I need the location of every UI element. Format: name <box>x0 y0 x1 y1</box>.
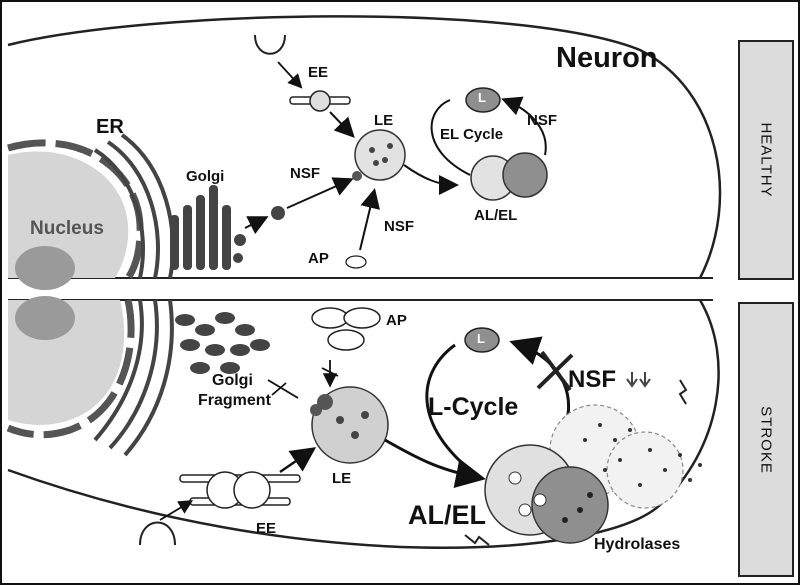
label-golgi: Golgi <box>186 168 225 185</box>
panel-healthy: HEALTHY <box>738 40 794 280</box>
arrow-pit-to-ee-stroke <box>159 500 194 521</box>
label-hydrolases: Hydrolases <box>594 536 681 553</box>
al-el-top <box>470 152 548 201</box>
le-top <box>354 129 406 181</box>
label-nsf-stroke: NSF <box>568 366 616 393</box>
golgi-fragment <box>175 312 270 374</box>
el-cycle-right <box>501 96 547 156</box>
nsf-block-b <box>536 353 574 390</box>
label-golgi-fragment-1: Golgi <box>212 372 253 389</box>
ap-top <box>345 255 367 269</box>
label-al-el-top: AL/EL <box>474 207 518 224</box>
nuclear-envelope-bottom <box>6 299 135 439</box>
label-ap-stroke: AP <box>386 312 407 329</box>
arrow-pit-to-ee <box>277 61 303 89</box>
endocytic-pit-top <box>254 34 286 55</box>
label-el-cycle: EL Cycle <box>440 126 504 143</box>
label-nsf-3: NSF <box>527 112 557 129</box>
label-nsf-2: NSF <box>384 218 414 235</box>
label-lysosome-stroke: L <box>477 331 485 346</box>
arrow-nsf-to-le <box>286 177 354 209</box>
membrane-healthy <box>7 15 722 279</box>
label-ee-stroke: EE <box>256 520 277 537</box>
arrow-ap-to-le <box>359 188 380 251</box>
al-el-stroke <box>484 404 684 544</box>
golgi-vesicle <box>271 206 285 220</box>
panel-stroke-label: STROKE <box>757 405 775 474</box>
label-al-el-stroke: AL/EL <box>408 500 486 530</box>
el-cycle-left <box>430 99 471 176</box>
panel-stroke: STROKE <box>738 302 794 577</box>
lysosome-stroke <box>464 327 500 353</box>
label-ee-top: EE <box>308 64 329 81</box>
lysosome-top <box>465 87 501 113</box>
nucleolus-top <box>15 246 75 290</box>
le-stroke <box>310 386 389 464</box>
label-le-top: LE <box>374 112 394 129</box>
membrane-kink-1 <box>678 379 688 405</box>
l-cycle-left <box>425 343 471 472</box>
ee-top <box>289 90 351 112</box>
label-l-cycle: L-Cycle <box>428 393 519 421</box>
label-er: ER <box>96 116 124 138</box>
title-neuron: Neuron <box>556 42 658 74</box>
block-mark-ap <box>321 367 339 377</box>
vesicle-le <box>352 171 362 181</box>
er-bottom <box>93 299 174 457</box>
block-mark-golgi <box>271 382 287 396</box>
membrane-kink-2 <box>464 534 490 546</box>
panel-healthy-label: HEALTHY <box>757 122 775 198</box>
arrow-le-to-alel-stroke <box>384 438 486 488</box>
label-nucleus: Nucleus <box>30 218 104 239</box>
endocytic-pit-bottom <box>139 521 176 546</box>
nucleus-top <box>8 151 129 278</box>
down-arrow-2 <box>639 372 651 388</box>
arrow-le-to-alel <box>403 164 459 195</box>
down-arrow-1 <box>626 372 638 388</box>
nucleolus-bottom <box>15 296 75 340</box>
label-ap-top: AP <box>308 250 329 267</box>
label-lysosome-top: L <box>478 90 486 105</box>
arrow-ee-to-le <box>329 111 355 138</box>
label-le-stroke: LE <box>332 470 352 487</box>
membrane-stroke <box>7 299 720 549</box>
arrow-ee-to-le-stroke <box>279 447 317 474</box>
label-golgi-fragment-2: Fragment <box>198 392 271 409</box>
ap-cluster <box>311 307 381 351</box>
blocked-arrow-golgi <box>267 379 299 399</box>
golgi-top <box>170 185 246 270</box>
hydrolase-dots <box>583 423 702 487</box>
label-nsf-1: NSF <box>290 165 320 182</box>
arrow-golgi-to-vesicle <box>244 216 269 235</box>
